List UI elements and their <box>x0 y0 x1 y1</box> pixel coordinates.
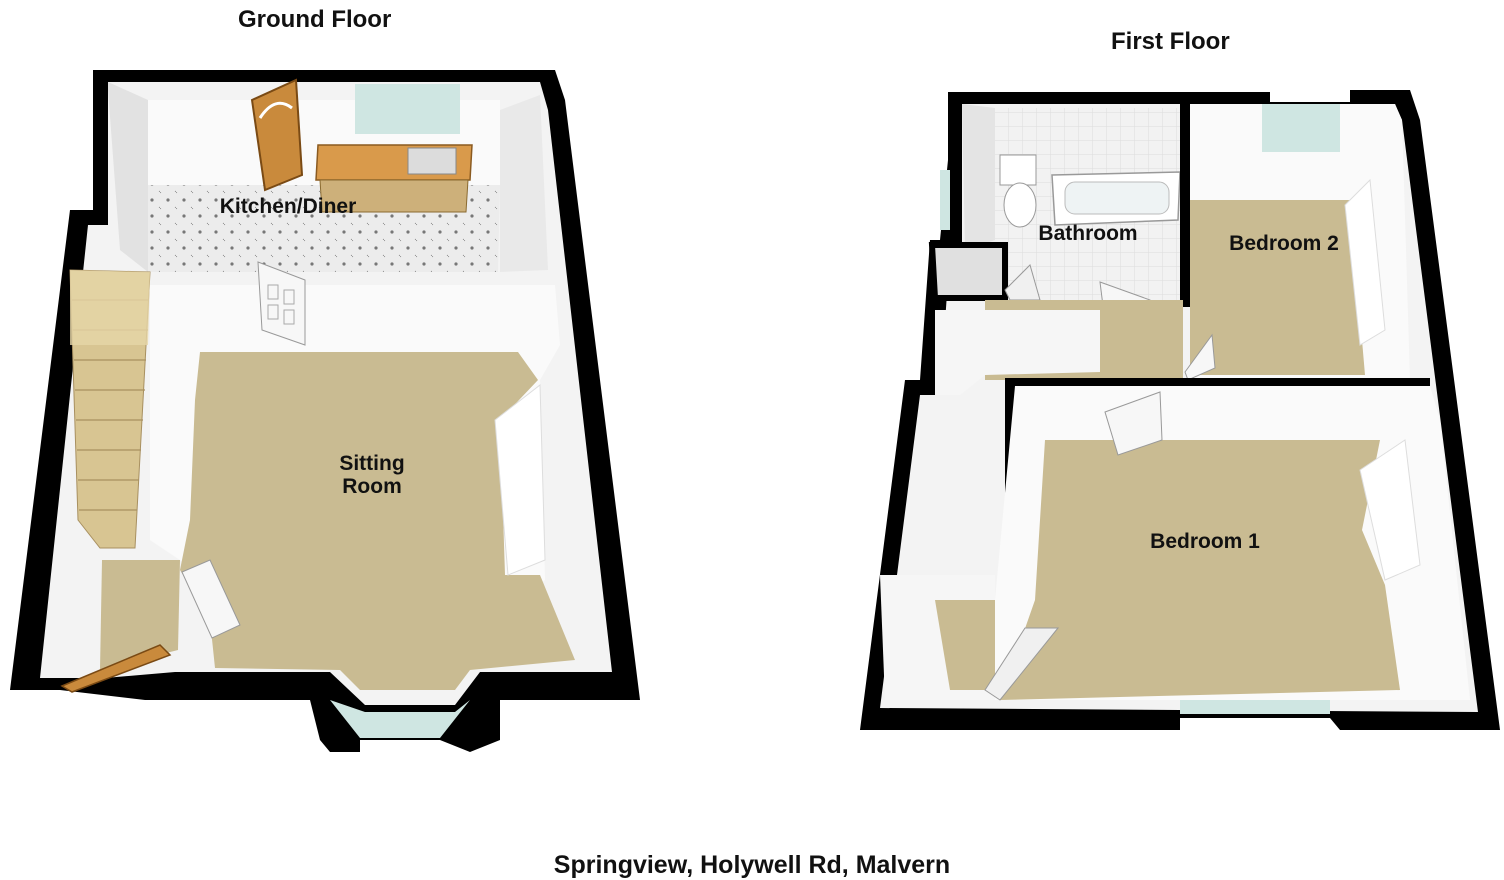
door-window-icon <box>258 101 293 119</box>
hallway-floor <box>100 560 180 670</box>
bathtub-inner <box>1064 181 1170 215</box>
sitting-hall-door <box>181 559 241 639</box>
bedroom1-window <box>1180 700 1330 714</box>
ground-floor-plan <box>10 70 640 752</box>
bedroom-partition <box>1010 378 1430 386</box>
toilet-bowl <box>1003 182 1037 228</box>
landing-wall <box>935 310 1100 395</box>
small-room-floor <box>935 600 995 690</box>
bedroom2-door <box>1184 333 1216 381</box>
bedroom1-label: Bedroom 1 <box>1150 530 1260 553</box>
bedroom2-floor <box>1190 200 1365 375</box>
door-panels <box>267 284 295 325</box>
kitchen-left-wall <box>108 82 148 272</box>
bedroom2-label: Bedroom 2 <box>1229 232 1339 255</box>
bathroom-label: Bathroom <box>1038 222 1137 245</box>
small-room-door <box>984 627 1060 701</box>
chimney-breast <box>494 383 546 576</box>
first-floor-plan <box>860 90 1500 730</box>
bathroom-left-wall <box>962 104 995 250</box>
sitting-room-label-line2: Room <box>342 475 402 498</box>
bathroom-floor <box>1000 240 1183 300</box>
bedroom1-door <box>1104 391 1163 456</box>
bay-window <box>330 700 470 738</box>
kitchen-right-wall <box>500 95 548 272</box>
airing-cupboard <box>928 242 1008 301</box>
ground-floor-title: Ground Floor <box>238 6 392 33</box>
stair-landing-panel <box>70 270 150 345</box>
bathroom-partition <box>1180 92 1190 307</box>
first-floor-left-window <box>940 170 950 230</box>
sitting-room-label-line1: Sitting <box>339 452 404 475</box>
bedroom1-floor <box>1000 440 1400 700</box>
sitting-room-floor <box>180 352 575 690</box>
front-door <box>60 644 172 693</box>
toilet-cistern <box>999 154 1037 186</box>
kitchen-sink <box>407 147 457 175</box>
first-floor-title: First Floor <box>1111 28 1230 55</box>
kitchen-window <box>355 84 460 134</box>
bedroom2-chimney <box>1344 178 1386 346</box>
bedroom2-window <box>1262 104 1340 152</box>
kitchen-cabinets <box>319 179 469 213</box>
bedroom1-chimney <box>1359 439 1421 581</box>
property-caption: Springview, Holywell Rd, Malvern <box>553 851 951 879</box>
kitchen-diner-label: Kitchen/Diner <box>220 195 357 218</box>
